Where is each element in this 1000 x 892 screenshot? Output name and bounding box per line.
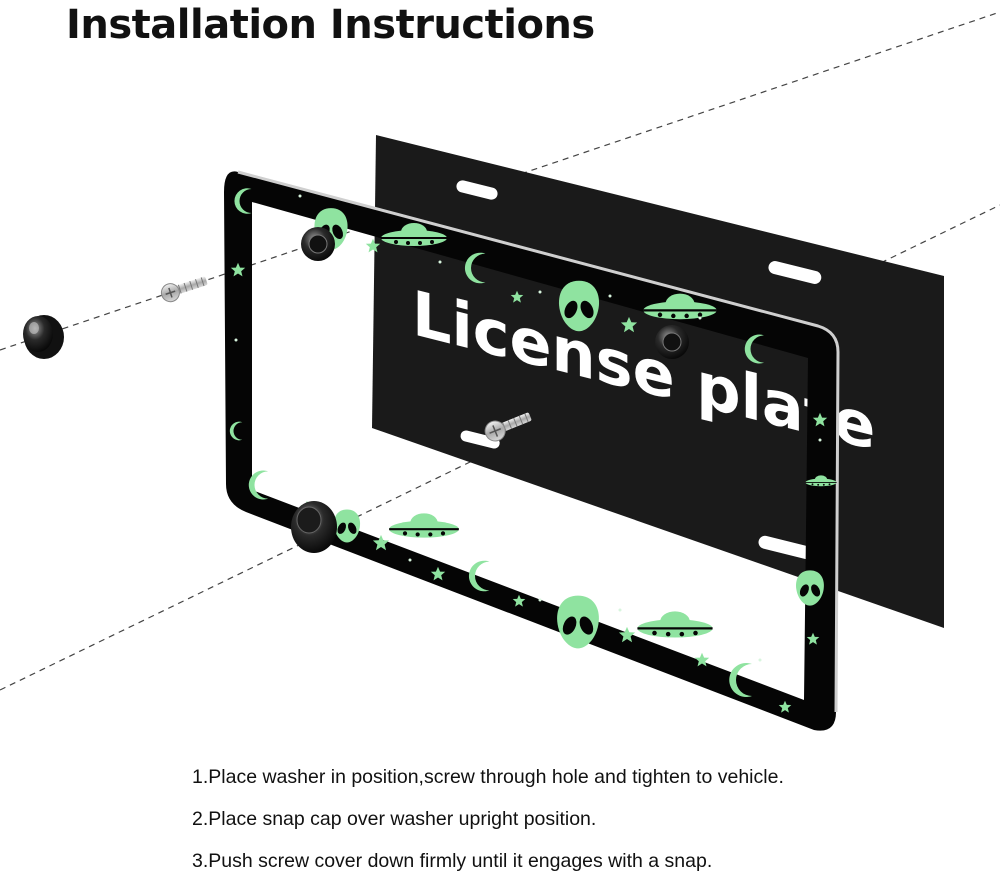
- instruction-steps: 1.Place washer in position,screw through…: [192, 766, 784, 892]
- plate-slot: [456, 180, 498, 200]
- license-plate-illustration: License plate: [0, 11, 1000, 731]
- instruction-step: 2.Place snap cap over washer upright pos…: [192, 808, 597, 830]
- screw: [160, 276, 208, 303]
- washer: [301, 227, 335, 261]
- page-title: Installation Instructions: [66, 2, 595, 48]
- license-plate: License plate: [372, 135, 944, 628]
- snap-cap: [23, 315, 64, 359]
- washer: [655, 325, 689, 359]
- washer: [291, 501, 337, 553]
- screw: [484, 412, 532, 442]
- plate-slot: [768, 261, 822, 284]
- instruction-step: 3.Push screw cover down firmly until it …: [192, 850, 713, 872]
- plate-slot: [758, 535, 814, 560]
- instruction-step: 1.Place washer in position,screw through…: [192, 766, 784, 788]
- plate-slot: [460, 430, 500, 449]
